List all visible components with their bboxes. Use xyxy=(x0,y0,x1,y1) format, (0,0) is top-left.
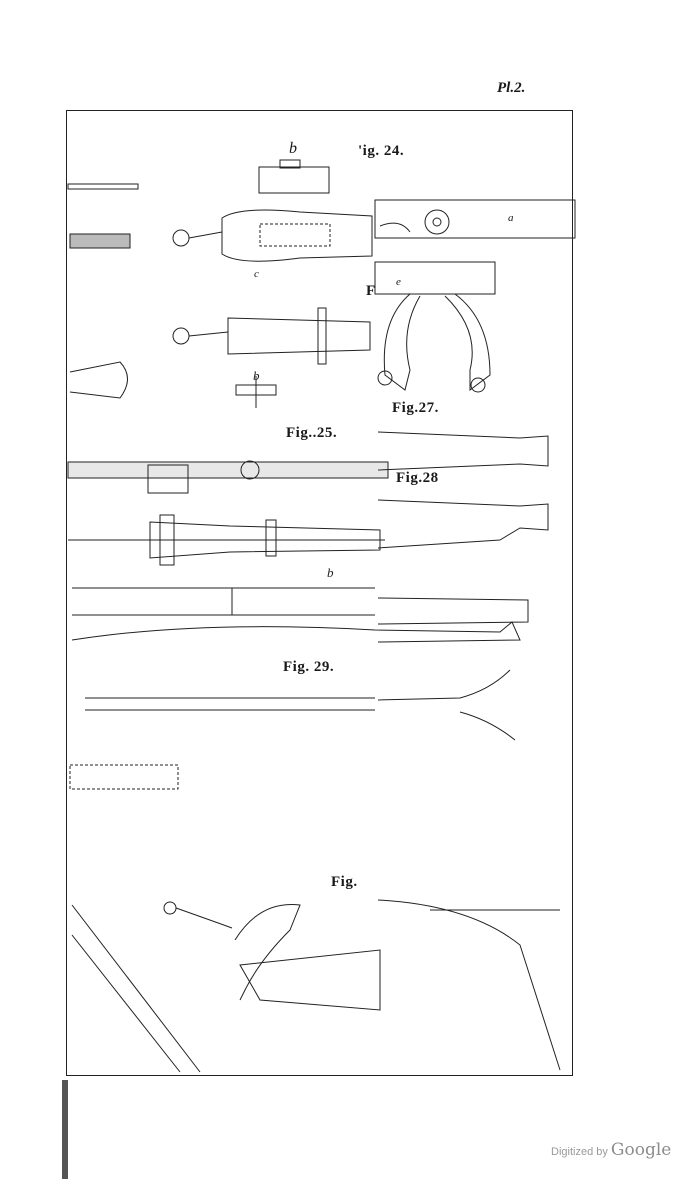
fig28-tube-lower xyxy=(377,499,549,549)
figure-label-30-fragment: Fig. xyxy=(331,874,358,890)
letter-a: a xyxy=(508,212,514,224)
letter-e: e xyxy=(396,276,401,288)
fig28-tube-upper xyxy=(377,431,549,471)
figure-label-25: Fig..25. xyxy=(286,425,338,441)
plate-frame xyxy=(66,110,573,1076)
figure-label-26-fragment: F xyxy=(366,283,376,299)
watermark-brand: Google xyxy=(610,1140,672,1160)
lock-plate xyxy=(239,949,381,1011)
letter-b-top: b xyxy=(289,140,297,157)
figure-label-27: Fig.27. xyxy=(392,400,439,416)
fig29-hook xyxy=(377,669,516,741)
figure-label-24: 'ig. 24. xyxy=(358,143,405,159)
figure-label-29: Fig. 29. xyxy=(283,659,335,675)
clamp-arm-right xyxy=(444,293,491,391)
dashed-strip xyxy=(69,764,179,790)
barrel-right xyxy=(377,597,529,625)
digitized-watermark: Digitized by Google xyxy=(551,1140,671,1160)
hatched-piece-left xyxy=(69,233,131,249)
figure-label-28: Fig.28 xyxy=(396,470,439,486)
watermark-prefix: Digitized by xyxy=(551,1146,608,1158)
cylinder-a xyxy=(374,199,576,239)
letter-c: c xyxy=(254,268,259,280)
fig25-barrel xyxy=(67,461,389,479)
fig24-tube-2 xyxy=(227,317,371,355)
strip-top-left xyxy=(67,183,139,190)
clamp-block-e xyxy=(374,261,496,295)
blade-fragment-left xyxy=(69,361,128,399)
binding-edge xyxy=(62,1080,68,1179)
clamp-arm-left xyxy=(383,293,421,391)
fig24-tube xyxy=(221,209,373,262)
stock-diagonal-1 xyxy=(71,904,201,1073)
lock-hammer xyxy=(234,903,301,1001)
letter-b-mid: b xyxy=(327,565,334,580)
small-box-b xyxy=(258,166,330,194)
plate-label: Pl.2. xyxy=(497,80,526,96)
stock-right xyxy=(377,899,561,1071)
letter-b-small: b xyxy=(253,368,260,383)
